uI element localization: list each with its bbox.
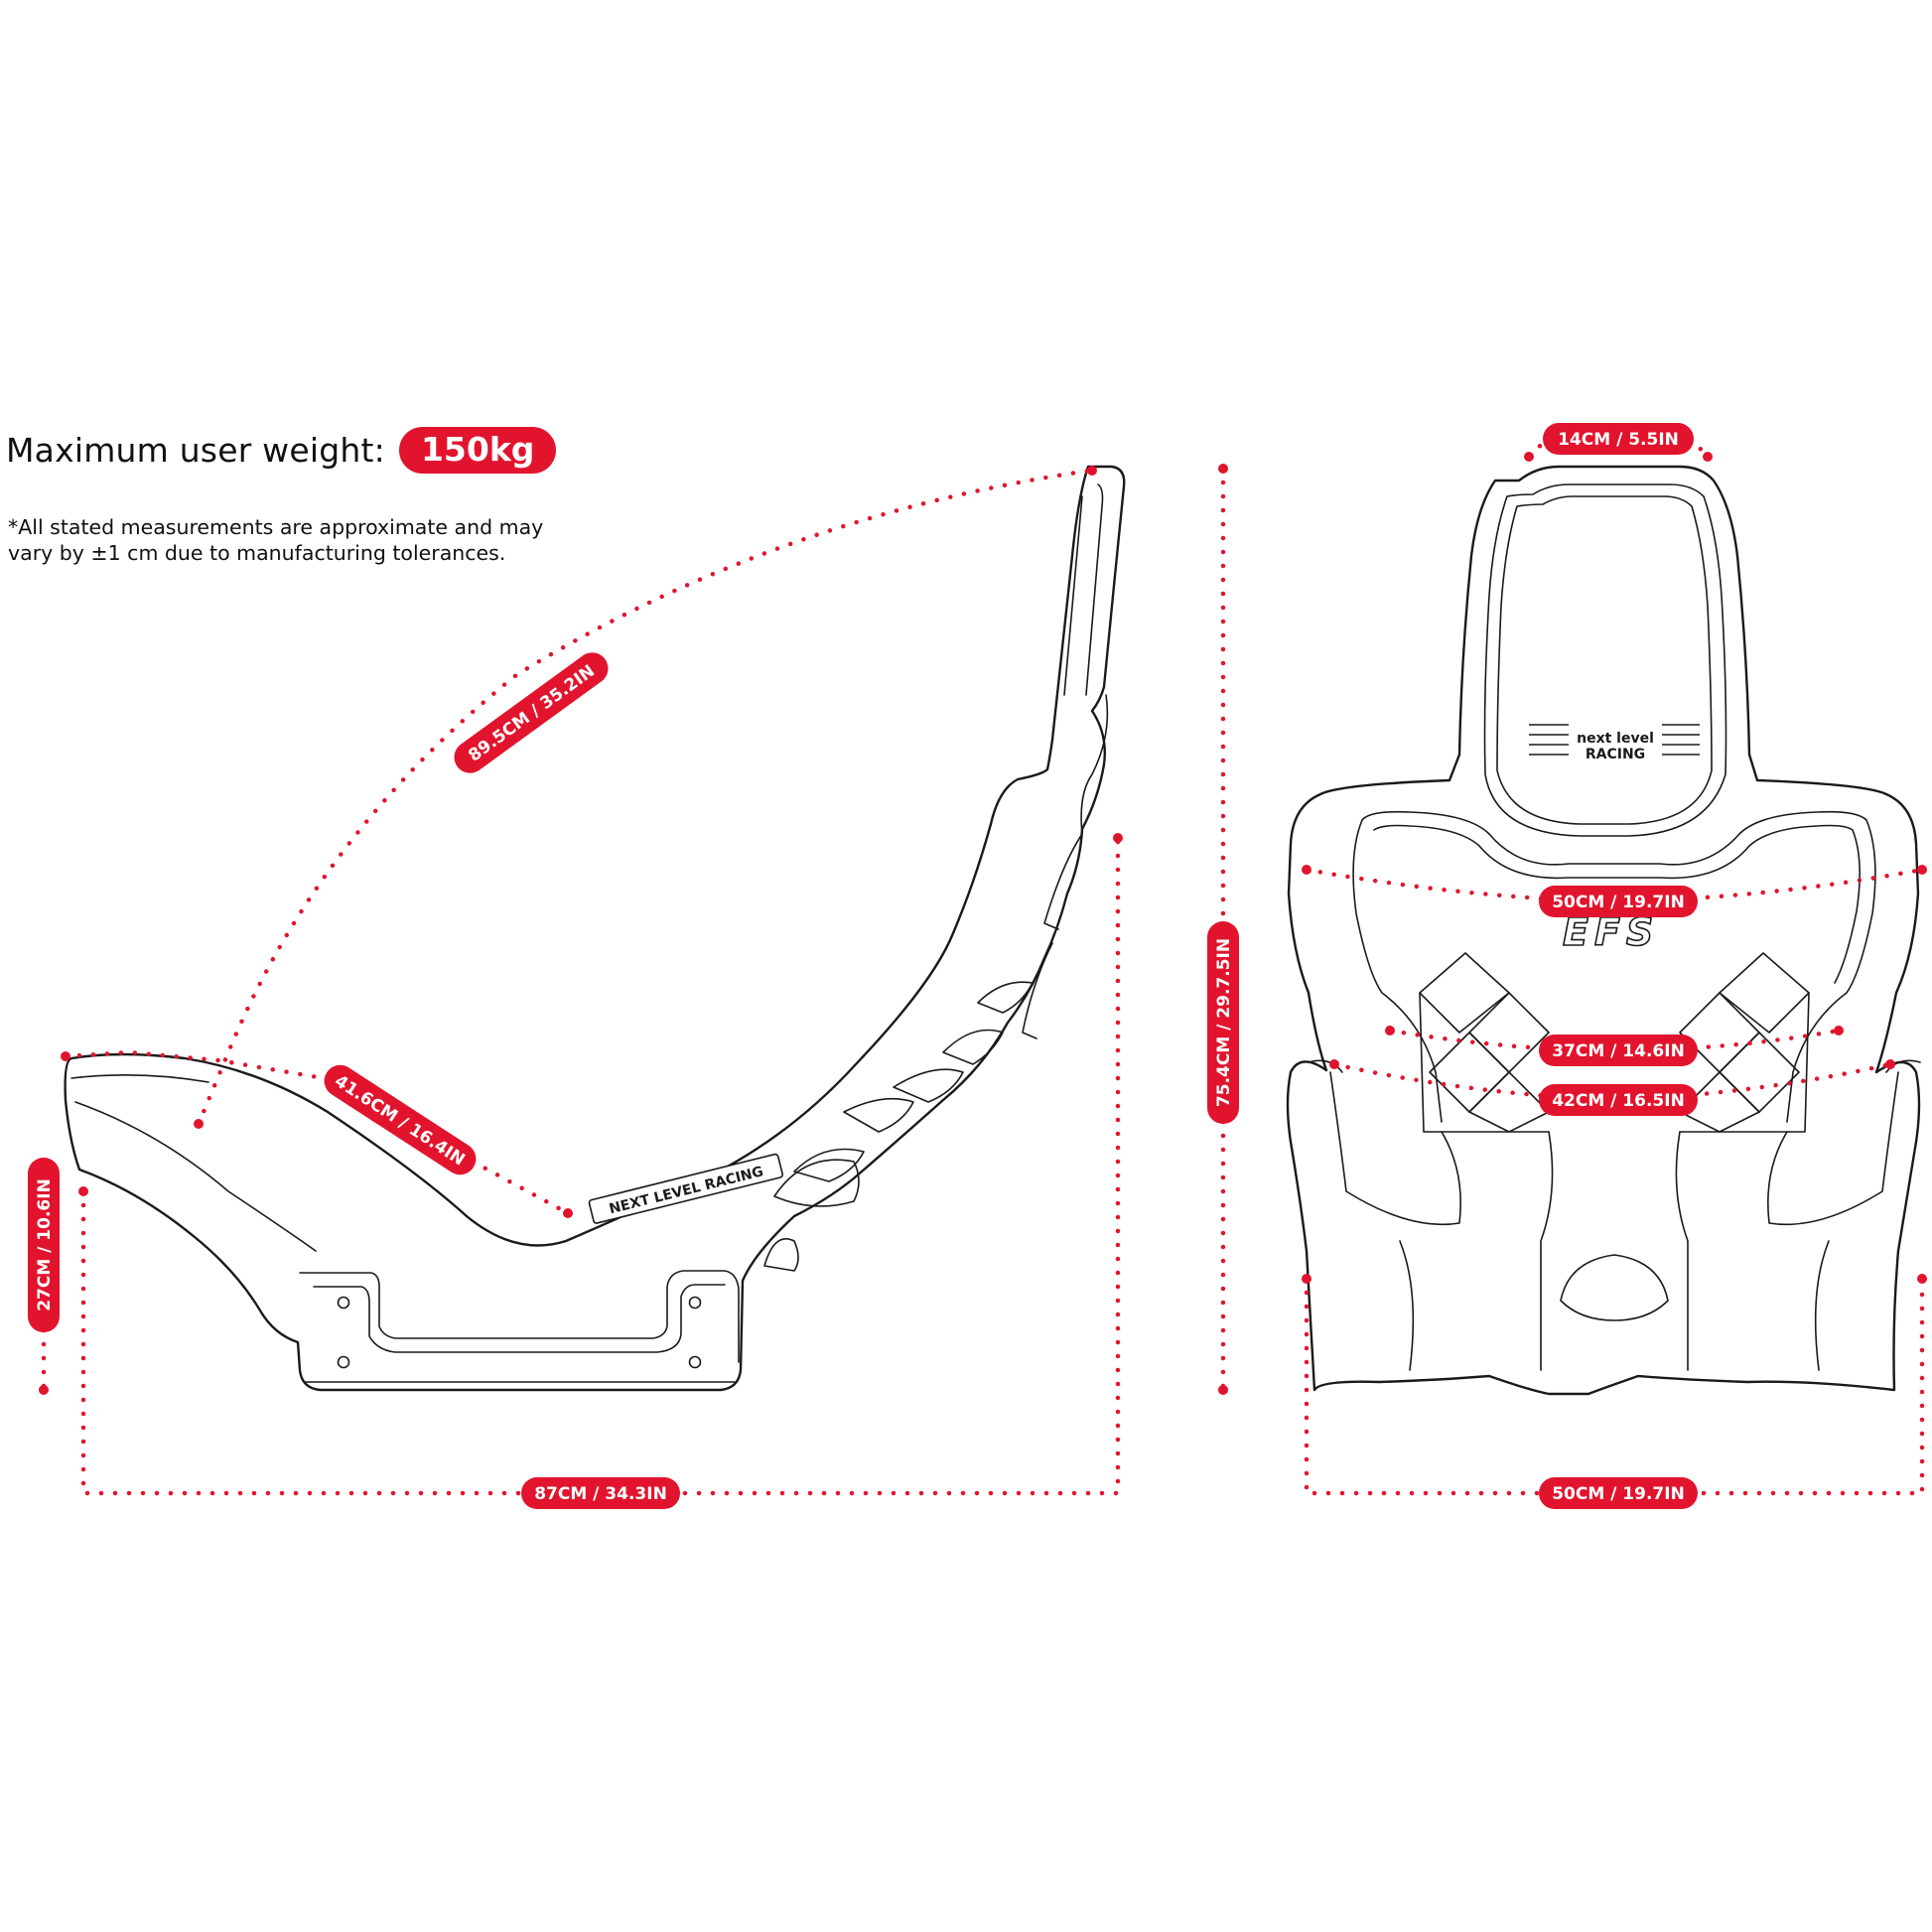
dim-end	[78, 1186, 88, 1196]
dim-text-waist: 37CM / 14.6IN	[1552, 1041, 1685, 1061]
dim-end	[39, 1385, 49, 1395]
back-logo: next level RACING	[1529, 724, 1700, 762]
dim-end	[1703, 452, 1713, 462]
dim-end	[1113, 833, 1123, 843]
dim-end	[563, 1208, 573, 1218]
measurement-disclaimer: *All stated measurements are approximate…	[8, 515, 544, 565]
dim-end	[1917, 865, 1927, 875]
dim-end	[1834, 1026, 1844, 1035]
dim-end	[194, 1119, 204, 1129]
dim-text-base-height: 27CM / 10.6IN	[35, 1178, 55, 1311]
seat-logo-plate: NEXT LEVEL RACING	[588, 1153, 784, 1224]
dim-text-headrest: 14CM / 5.5IN	[1558, 430, 1679, 450]
dimension-lines	[39, 436, 1927, 1496]
dim-text-shoulder: 50CM / 19.7IN	[1552, 893, 1685, 912]
front-view-seat: next level RACING EFS	[1286, 465, 1921, 1396]
dim-end	[1885, 1059, 1895, 1069]
dim-text-base-width: 50CM / 19.7IN	[1552, 1484, 1685, 1504]
dim-end	[1917, 1274, 1927, 1284]
dim-end	[1218, 1385, 1228, 1395]
max-weight-row: Maximum user weight: 150kg	[6, 425, 557, 475]
back-logo-bottom: RACING	[1586, 747, 1645, 762]
dim-label-shoulder: 50CM / 19.7IN	[1539, 886, 1698, 917]
dim-label-headrest: 14CM / 5.5IN	[1543, 423, 1694, 455]
max-weight-label: Maximum user weight:	[6, 430, 385, 470]
dim-label-total-height: 75.4CM / 29.7.5IN	[1207, 921, 1239, 1124]
dim-line-diagonal	[196, 468, 1093, 1127]
dim-line-total-length	[80, 835, 1121, 1496]
dim-end	[1329, 1059, 1339, 1069]
dim-label-base-width: 50CM / 19.7IN	[1539, 1477, 1698, 1509]
dim-line-seat-depth	[63, 1049, 571, 1216]
dim-label-hip: 42CM / 16.5IN	[1539, 1084, 1698, 1116]
dim-end	[1302, 865, 1311, 875]
dim-label-base-height: 27CM / 10.6IN	[28, 1158, 60, 1332]
side-view-seat: NEXT LEVEL RACING	[64, 465, 1126, 1392]
dim-line-base-width	[1304, 1276, 1925, 1496]
back-logo-top: next level	[1577, 731, 1654, 747]
dim-text-hip: 42CM / 16.5IN	[1552, 1091, 1685, 1111]
dim-end	[1302, 1274, 1311, 1284]
dim-text-seat-depth: 41.6CM / 16.4IN	[331, 1071, 468, 1170]
dim-line-headrest	[1526, 436, 1711, 458]
dim-end	[61, 1051, 70, 1061]
dim-end	[1218, 464, 1228, 474]
dim-label-waist: 37CM / 14.6IN	[1539, 1035, 1698, 1066]
dim-end	[1524, 452, 1534, 462]
dim-label-total-length: 87CM / 34.3IN	[521, 1477, 680, 1509]
dim-end	[1087, 466, 1097, 476]
dim-end	[1385, 1026, 1395, 1035]
max-weight-badge: 150kg	[398, 426, 557, 474]
dim-text-total-length: 87CM / 34.3IN	[534, 1484, 667, 1504]
dim-text-diagonal: 89.5CM / 35.2IN	[465, 661, 599, 765]
dim-text-total-height: 75.4CM / 29.7.5IN	[1214, 938, 1234, 1107]
